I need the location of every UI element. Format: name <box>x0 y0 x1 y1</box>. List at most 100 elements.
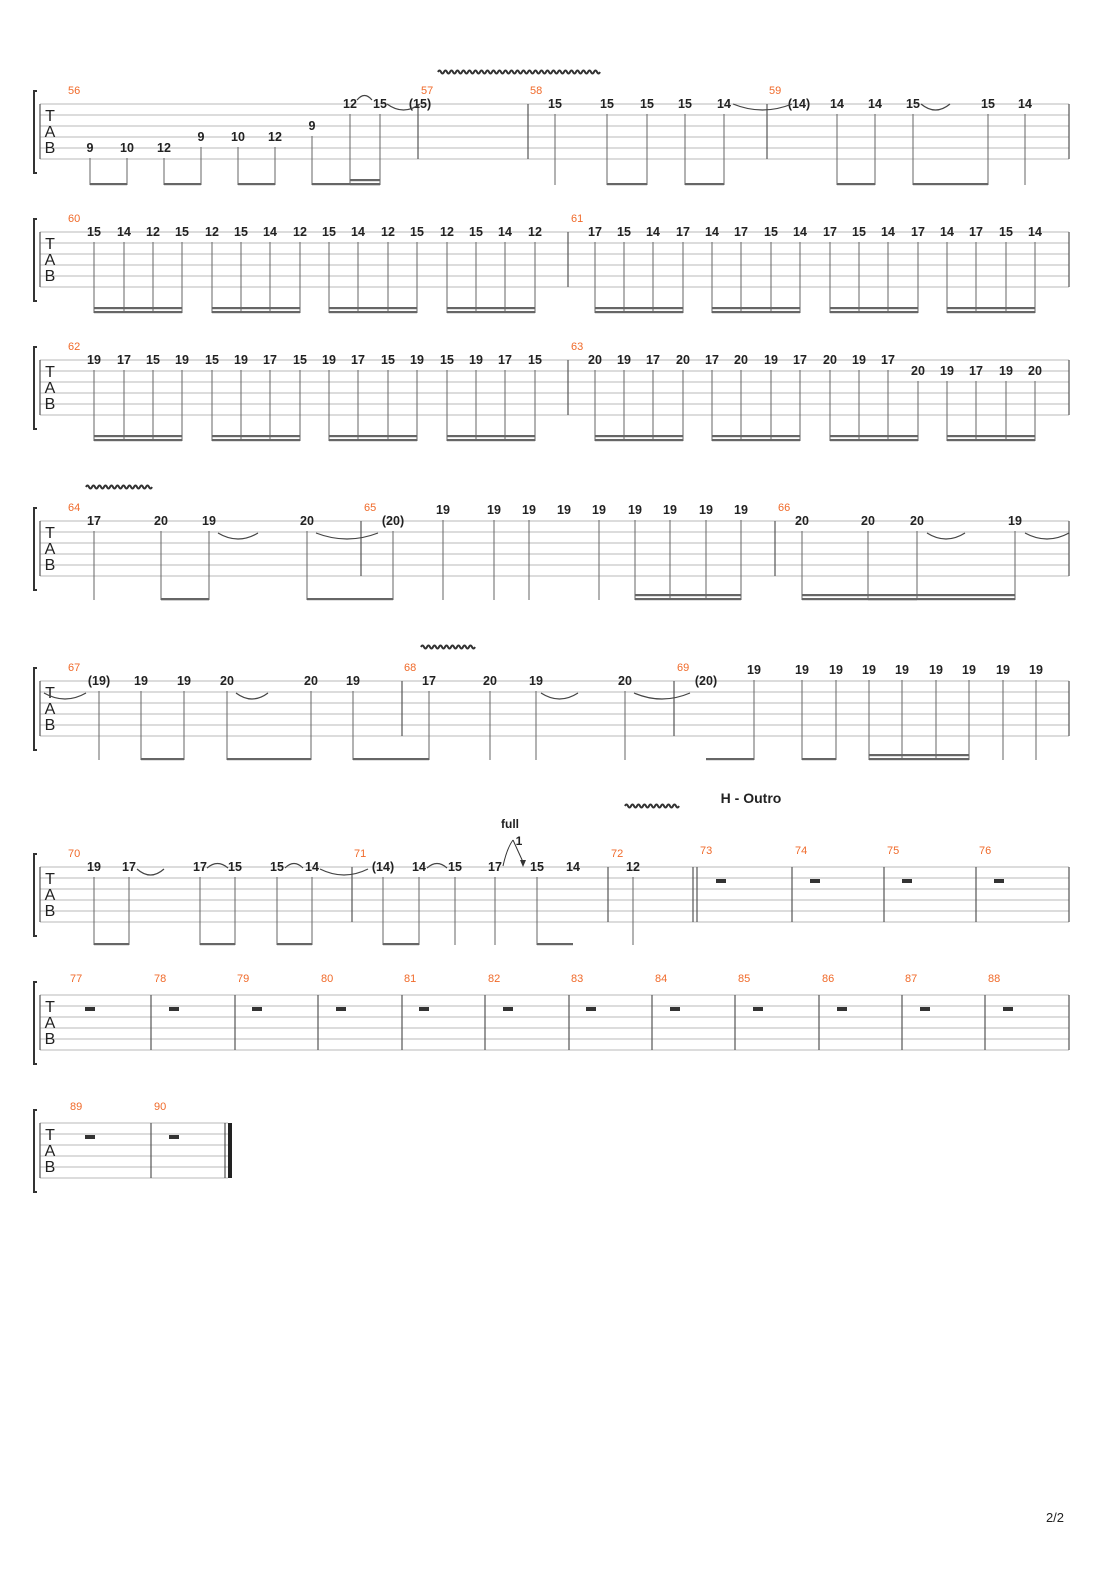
fret-number: 19 <box>962 663 976 677</box>
fret-number: 15 <box>270 860 284 874</box>
measure-number: 83 <box>571 973 583 985</box>
fret-number: 15 <box>764 225 778 239</box>
tab-clef-b: B <box>45 717 56 734</box>
measure-number: 58 <box>530 85 542 97</box>
fret-number: 14 <box>263 225 277 239</box>
fret-number: 17 <box>351 353 365 367</box>
note-beam <box>447 307 535 310</box>
whole-rest <box>670 1007 680 1011</box>
fret-number: 15 <box>530 860 544 874</box>
note-beam <box>595 439 683 442</box>
fret-number: 19 <box>795 663 809 677</box>
fret-number: 17 <box>498 353 512 367</box>
fret-number: 19 <box>764 353 778 367</box>
measure-number: 86 <box>822 973 834 985</box>
fret-number: 20 <box>910 514 924 528</box>
fret-number: 19 <box>322 353 336 367</box>
note-beam <box>212 307 300 310</box>
note-beam <box>537 943 573 946</box>
tab-clef-b: B <box>45 140 56 157</box>
note-beam <box>329 311 417 314</box>
fret-number: 15 <box>448 860 462 874</box>
staff-bracket <box>33 507 37 591</box>
tab-clef-a: A <box>45 701 56 718</box>
fret-number: 19 <box>487 503 501 517</box>
fret-number: 19 <box>234 353 248 367</box>
fret-number: 19 <box>529 674 543 688</box>
fret-number: 15 <box>999 225 1013 239</box>
fret-number: 19 <box>852 353 866 367</box>
tie-arc <box>732 103 793 111</box>
measure-number: 69 <box>677 662 689 674</box>
note-beam <box>447 311 535 314</box>
tab-clef-t: T <box>45 871 55 888</box>
fret-number: 19 <box>940 364 954 378</box>
fret-number: 15 <box>852 225 866 239</box>
fret-number: 19 <box>522 503 536 517</box>
fret-number: 20 <box>154 514 168 528</box>
fret-number: 15 <box>234 225 248 239</box>
fret-number: 20 <box>823 353 837 367</box>
note-beam <box>712 439 800 442</box>
whole-rest <box>503 1007 513 1011</box>
note-beam <box>595 307 683 310</box>
fret-number: 20 <box>304 674 318 688</box>
whole-rest <box>85 1135 95 1139</box>
note-beam <box>447 439 535 442</box>
fret-number: 20 <box>483 674 497 688</box>
fret-number: 19 <box>999 364 1013 378</box>
note-beam <box>329 439 417 442</box>
fret-number: 19 <box>829 663 843 677</box>
fret-number: 17 <box>117 353 131 367</box>
tab-clef-t: T <box>45 108 55 125</box>
whole-rest <box>252 1007 262 1011</box>
tie-arc <box>315 532 379 540</box>
fret-number: 17 <box>734 225 748 239</box>
vibrato-icon <box>624 803 680 809</box>
fret-number: 19 <box>699 503 713 517</box>
fret-number: 15 <box>381 353 395 367</box>
note-beam <box>161 598 209 601</box>
tie-arc <box>206 862 229 869</box>
tie-arc <box>633 692 691 700</box>
fret-number: (19) <box>88 674 110 688</box>
fret-number: 19 <box>175 353 189 367</box>
note-beam <box>706 758 754 761</box>
fret-number: 15 <box>228 860 242 874</box>
staff-bracket <box>33 346 37 430</box>
fret-number: 15 <box>678 97 692 111</box>
tab-staff-system: TAB <box>33 507 1070 591</box>
fret-number: 15 <box>981 97 995 111</box>
note-beam <box>802 594 1015 597</box>
fret-number: 15 <box>205 353 219 367</box>
tab-clef-t: T <box>45 685 55 702</box>
tie-arc <box>217 532 259 540</box>
note-beam <box>635 594 741 597</box>
note-beam <box>94 307 182 310</box>
fret-number: 20 <box>861 514 875 528</box>
fret-number: 19 <box>346 674 360 688</box>
tab-clef-a: A <box>45 124 56 141</box>
fret-number: 19 <box>557 503 571 517</box>
fret-number: 9 <box>87 141 94 155</box>
fret-number: 19 <box>929 663 943 677</box>
fret-number: 15 <box>87 225 101 239</box>
tab-clef-b: B <box>45 903 56 920</box>
fret-number: 15 <box>600 97 614 111</box>
staff-bracket <box>33 853 37 937</box>
note-beam <box>830 435 918 438</box>
fret-number: 12 <box>146 225 160 239</box>
tab-clef-t: T <box>45 999 55 1016</box>
tie-arc <box>926 532 966 540</box>
fret-number: 14 <box>940 225 954 239</box>
whole-rest <box>994 879 1004 883</box>
whole-rest <box>753 1007 763 1011</box>
fret-number: 19 <box>202 514 216 528</box>
measure-number: 81 <box>404 973 416 985</box>
fret-number: (20) <box>695 674 717 688</box>
fret-number: 14 <box>412 860 426 874</box>
fret-number: 14 <box>117 225 131 239</box>
measure-number: 80 <box>321 973 333 985</box>
fret-number: 19 <box>895 663 909 677</box>
note-beam <box>830 439 918 442</box>
